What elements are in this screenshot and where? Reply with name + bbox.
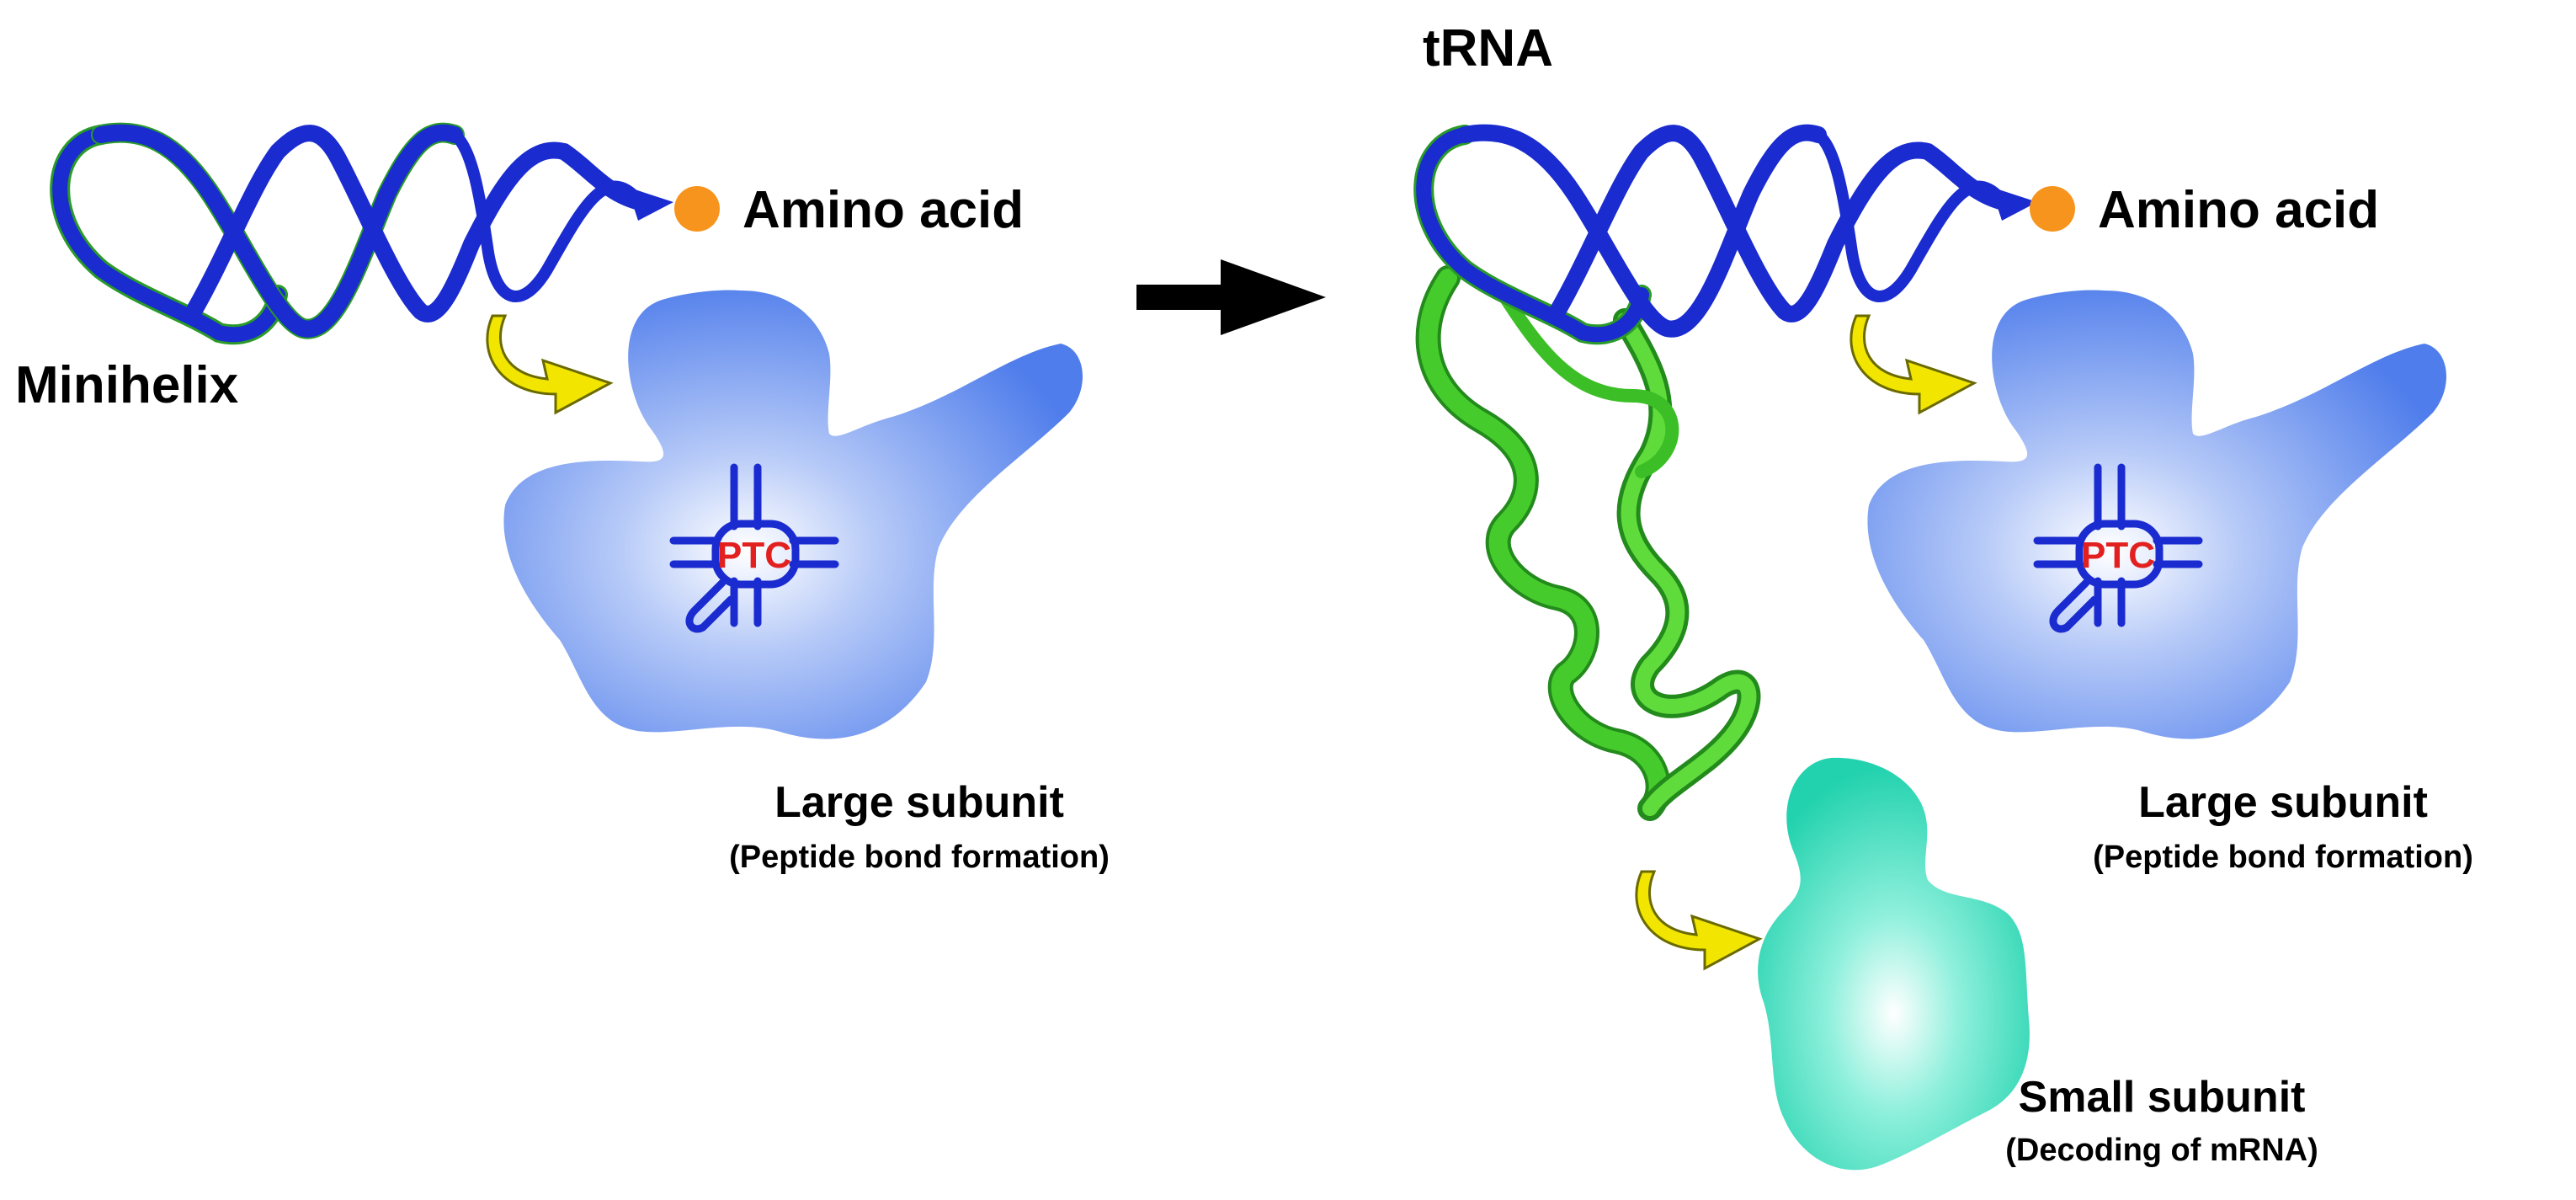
left-panel: PTC Amino acid Minihelix Large subunit (… xyxy=(15,122,1110,875)
minihelix-ribbon xyxy=(50,122,648,345)
large-subunit-shape-right xyxy=(1867,290,2447,739)
ptc-symbol-right xyxy=(2033,463,2203,633)
amino-acid-dot-right xyxy=(2030,186,2075,232)
small-subunit-caption: (Decoding of mRNA) xyxy=(2005,1133,2318,1168)
large-subunit-caption-left: (Peptide bond formation) xyxy=(729,840,1110,875)
trna-label: tRNA xyxy=(1423,19,1553,77)
large-subunit-title-right: Large subunit xyxy=(2138,778,2428,827)
minihelix-arrowhead xyxy=(627,187,673,221)
small-subunit-title: Small subunit xyxy=(2019,1073,2306,1122)
turn-arrow-right-upper xyxy=(1850,314,1977,415)
turn-arrow-left xyxy=(486,314,614,415)
ptc-label-right: PTC xyxy=(2081,535,2155,576)
transition-arrow xyxy=(1136,259,1326,335)
small-subunit-shape xyxy=(1758,757,2030,1171)
amino-acid-label-left: Amino acid xyxy=(742,181,1024,239)
turn-arrow-right-lower xyxy=(1635,870,1763,971)
amino-acid-label-right: Amino acid xyxy=(2098,181,2379,239)
ptc-label-left: PTC xyxy=(717,535,791,576)
minihelix-label: Minihelix xyxy=(15,356,239,414)
trna-blue-helix xyxy=(1413,124,2012,345)
trna-arrowhead xyxy=(1991,187,2037,221)
large-subunit-caption-right: (Peptide bond formation) xyxy=(2093,840,2473,875)
large-subunit-title-left: Large subunit xyxy=(774,778,1064,827)
ptc-symbol-left xyxy=(669,463,839,633)
large-subunit-shape-left xyxy=(503,290,1083,739)
right-panel: tRNA PTC xyxy=(1413,19,2473,1171)
trna-green-ribbon xyxy=(1415,265,1761,821)
amino-acid-dot-left xyxy=(674,186,720,232)
